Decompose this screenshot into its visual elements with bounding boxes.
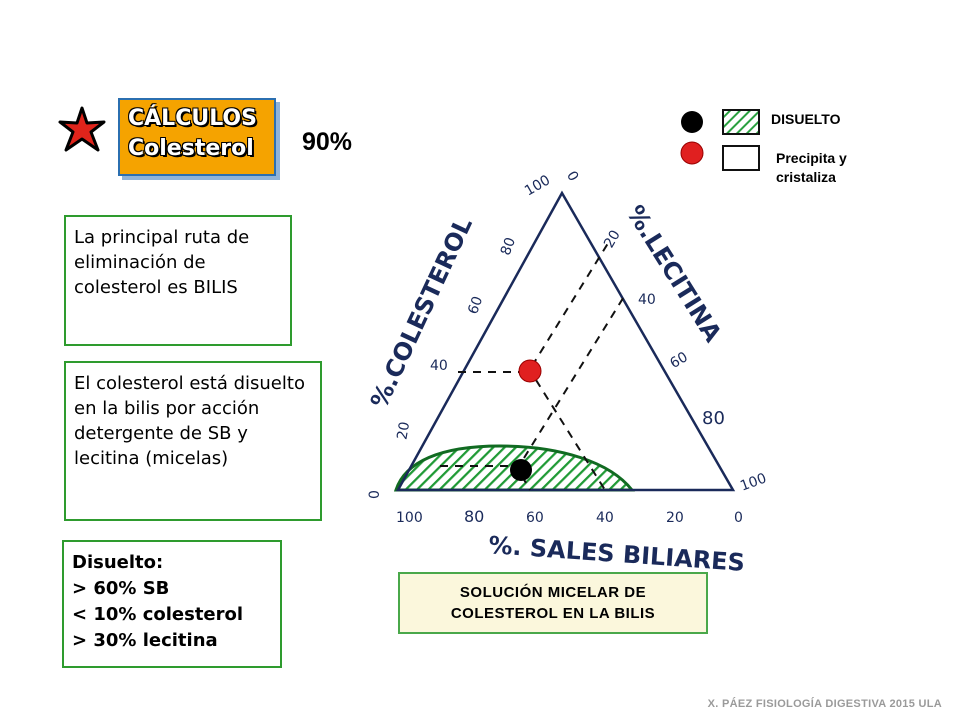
title-line-1: CÁLCULOS bbox=[128, 106, 257, 131]
legend-hatch-swatch bbox=[722, 109, 760, 135]
legend-precipita-line-2: cristaliza bbox=[776, 169, 836, 185]
axis-label-colesterol: %.COLESTEROL bbox=[365, 213, 478, 413]
triangle-outline bbox=[395, 190, 736, 492]
disuelto-explicacion-box: El colesterol está disuelto en la bilis … bbox=[64, 361, 322, 521]
right-tick-60: 60 bbox=[667, 349, 690, 372]
disuelto-list-box: Disuelto: > 60% SB < 10% colesterol > 30… bbox=[62, 540, 282, 668]
caption-box: SOLUCIÓN MICELAR DE COLESTEROL EN LA BIL… bbox=[398, 572, 708, 634]
title-line-2: Colesterol bbox=[128, 136, 254, 161]
right-tick-100: 100 bbox=[738, 470, 769, 494]
axis-label-sales-biliares: %. SALES BILIARES bbox=[488, 531, 746, 577]
caption-line-2: COLESTEROL EN LA BILIS bbox=[450, 605, 656, 622]
bottom-tick-40: 40 bbox=[596, 510, 614, 526]
bottom-tick-0: 0 bbox=[734, 510, 743, 526]
bottom-tick-60: 60 bbox=[526, 510, 544, 526]
legend-empty-swatch bbox=[722, 145, 760, 171]
bottom-tick-20: 20 bbox=[666, 510, 684, 526]
legend-precipita-line-1: Precipita y bbox=[776, 150, 847, 166]
caption-line-1: SOLUCIÓN MICELAR DE bbox=[459, 584, 647, 601]
disuelto-item-lecitina: > 30% lecitina bbox=[72, 630, 218, 651]
left-tick-40: 40 bbox=[430, 358, 448, 374]
black-point bbox=[510, 459, 532, 481]
title-box: CÁLCULOS Colesterol bbox=[118, 98, 276, 176]
left-tick-80: 80 bbox=[498, 235, 519, 257]
right-tick-40: 40 bbox=[638, 292, 656, 308]
left-tick-100: 100 bbox=[522, 172, 553, 199]
bottom-tick-80: 80 bbox=[464, 507, 484, 526]
legend-graphics bbox=[680, 109, 760, 171]
left-tick-60: 60 bbox=[465, 294, 486, 316]
legend-red-dot bbox=[680, 141, 704, 165]
disuelto-item-colesterol: < 10% colesterol bbox=[72, 604, 244, 625]
left-tick-20: 20 bbox=[394, 421, 413, 441]
left-tick-0: 0 bbox=[367, 490, 383, 499]
footer-credit: X. PÁEZ FISIOLOGÍA DIGESTIVA 2015 ULA bbox=[707, 698, 942, 710]
ruta-box: La principal ruta de eliminación de cole… bbox=[64, 215, 292, 346]
dash-red-upright bbox=[531, 239, 611, 367]
disuelto-header: Disuelto: bbox=[72, 552, 164, 573]
disuelto-item-sb: > 60% SB bbox=[72, 578, 170, 599]
legend-disuelto-label: DISUELTO bbox=[771, 111, 841, 127]
right-tick-0: 0 bbox=[563, 169, 581, 185]
asterisk-icon bbox=[58, 106, 106, 152]
legend-black-dot bbox=[681, 111, 703, 133]
red-point bbox=[518, 359, 542, 383]
dash-red-down bbox=[535, 379, 606, 491]
right-tick-80: 80 bbox=[702, 408, 725, 429]
dash-black-upright bbox=[523, 294, 626, 459]
bottom-tick-100: 100 bbox=[396, 510, 423, 526]
right-tick-20: 20 bbox=[601, 227, 624, 250]
percent-label: 90% bbox=[302, 128, 353, 156]
